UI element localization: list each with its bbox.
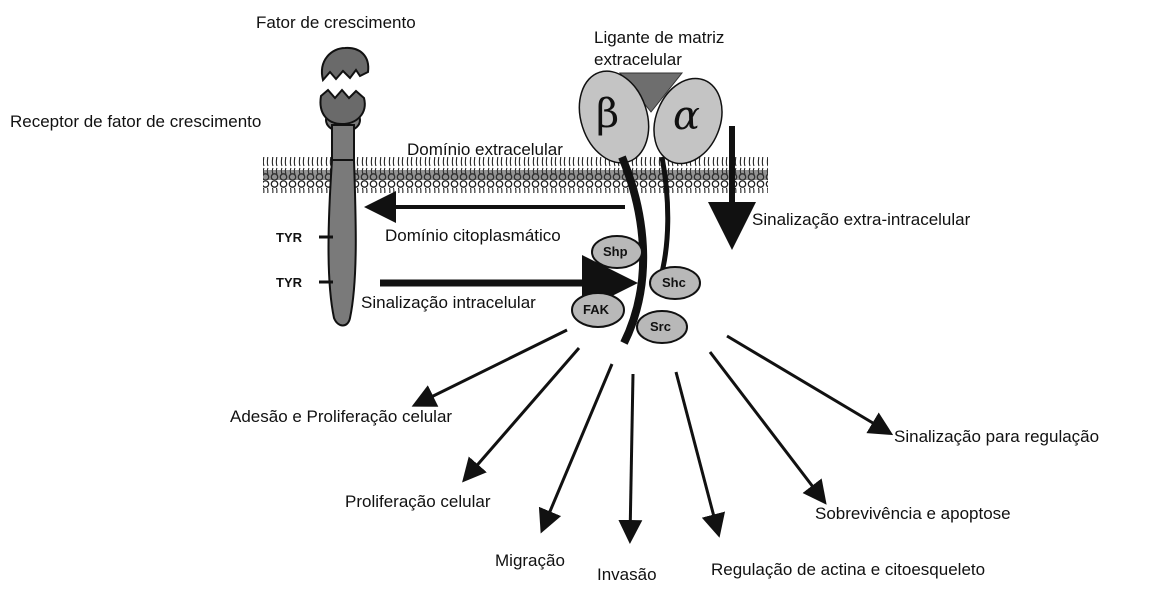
arrow-to-invasion: [630, 374, 633, 538]
intracellular-signaling-label: Sinalização intracelular: [361, 293, 536, 313]
arrow-to-proliferation: [466, 348, 579, 478]
extra-intracellular-label: Sinalização extra-intracelular: [752, 210, 970, 230]
ligand-label-line2: extracelular: [594, 50, 682, 70]
outcome-migration: Migração: [495, 551, 565, 571]
src-label: Src: [650, 319, 671, 334]
arrow-to-regulation: [727, 336, 888, 432]
outcome-proliferation: Proliferação celular: [345, 492, 491, 512]
ligand-label-line1: Ligante de matriz: [594, 28, 724, 48]
arrow-to-actin: [676, 372, 718, 532]
alpha-label: α: [673, 94, 700, 138]
tyr-label-bottom: TYR: [276, 273, 302, 293]
fak-label: FAK: [583, 302, 609, 317]
growth-factor-receptor: [319, 108, 360, 326]
growth-factor: [320, 48, 368, 124]
tyr-label-top: TYR: [276, 228, 302, 248]
outcome-invasion: Invasão: [597, 565, 657, 585]
arrow-to-migration: [543, 364, 612, 528]
extracellular-domain-label: Domínio extracelular: [407, 140, 563, 160]
arrow-to-survival: [710, 352, 823, 500]
shp-label: Shp: [603, 244, 628, 259]
shc-label: Shc: [662, 275, 686, 290]
growth-factor-label: Fator de crescimento: [256, 13, 416, 33]
receptor-label: Receptor de fator de crescimento: [10, 112, 261, 132]
outcome-adhesion: Adesão e Proliferação celular: [230, 407, 452, 427]
outcome-regulation: Sinalização para regulação: [894, 427, 1099, 447]
arrow-to-adhesion: [417, 330, 567, 404]
beta-label: β: [596, 92, 619, 136]
outcome-actin: Regulação de actina e citoesqueleto: [711, 560, 985, 580]
cytoplasmic-domain-label: Domínio citoplasmático: [385, 226, 561, 246]
outcome-survival: Sobrevivência e apoptose: [815, 504, 1011, 524]
